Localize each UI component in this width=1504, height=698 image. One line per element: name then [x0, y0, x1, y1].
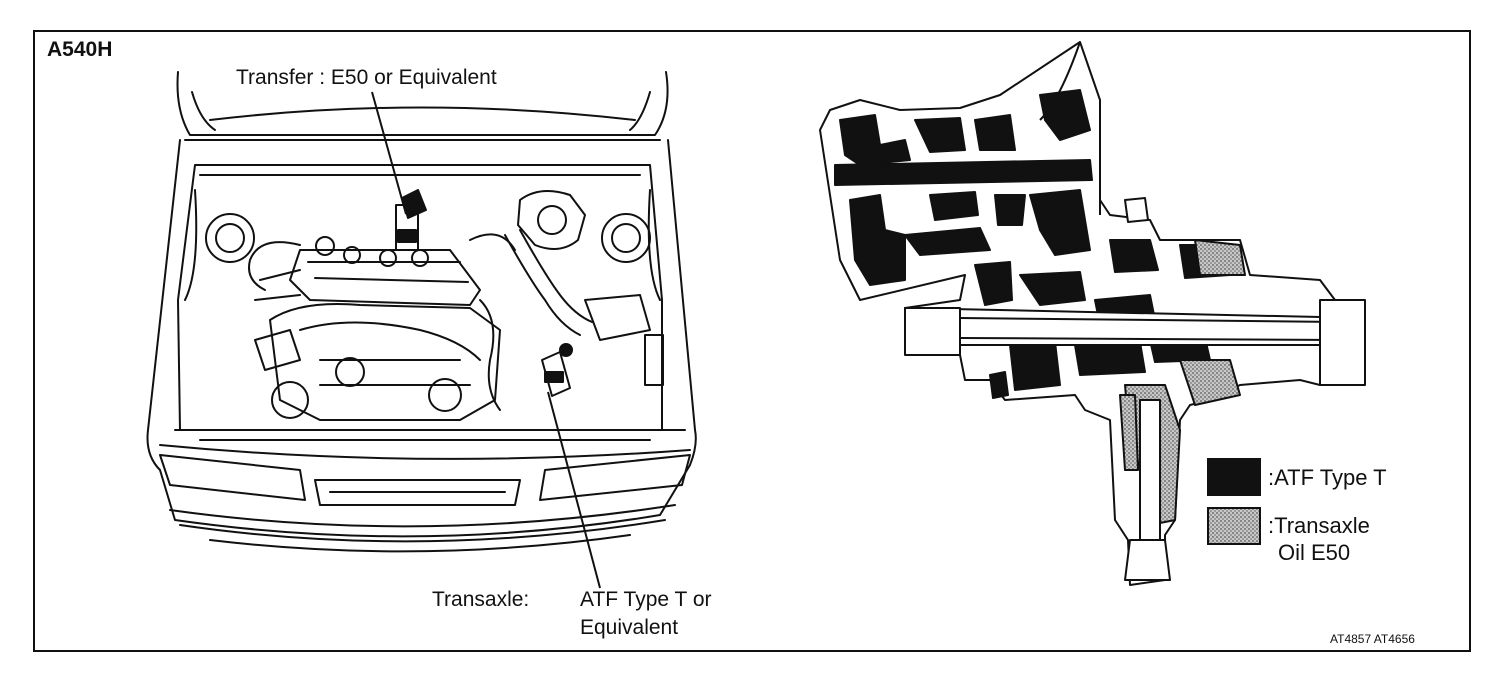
leader-lines	[371, 91, 601, 589]
legend-label-e50-line1: :Transaxle	[1268, 513, 1370, 538]
engine-bay-illustration	[146, 71, 697, 553]
figure-frame	[33, 30, 1471, 652]
legend-label-atf: :ATF Type T	[1268, 465, 1387, 490]
transaxle-fluid-line1: ATF Type T or	[580, 588, 712, 611]
legend-swatch-e50	[1207, 507, 1261, 545]
transaxle-callout-label: Transaxle:	[432, 588, 530, 611]
figure-code: AT4857 AT4656	[1330, 632, 1415, 646]
legend-label-e50-line2: Oil E50	[1278, 540, 1351, 565]
legend-swatches	[1207, 458, 1261, 545]
legend-swatch-atf	[1207, 458, 1261, 496]
transaxle-cutaway-illustration	[819, 41, 1366, 586]
transfer-callout: Transfer : E50 or Equivalent	[236, 66, 497, 89]
model-label: A540H	[47, 38, 113, 61]
transaxle-fluid-line2: Equivalent	[580, 616, 679, 639]
